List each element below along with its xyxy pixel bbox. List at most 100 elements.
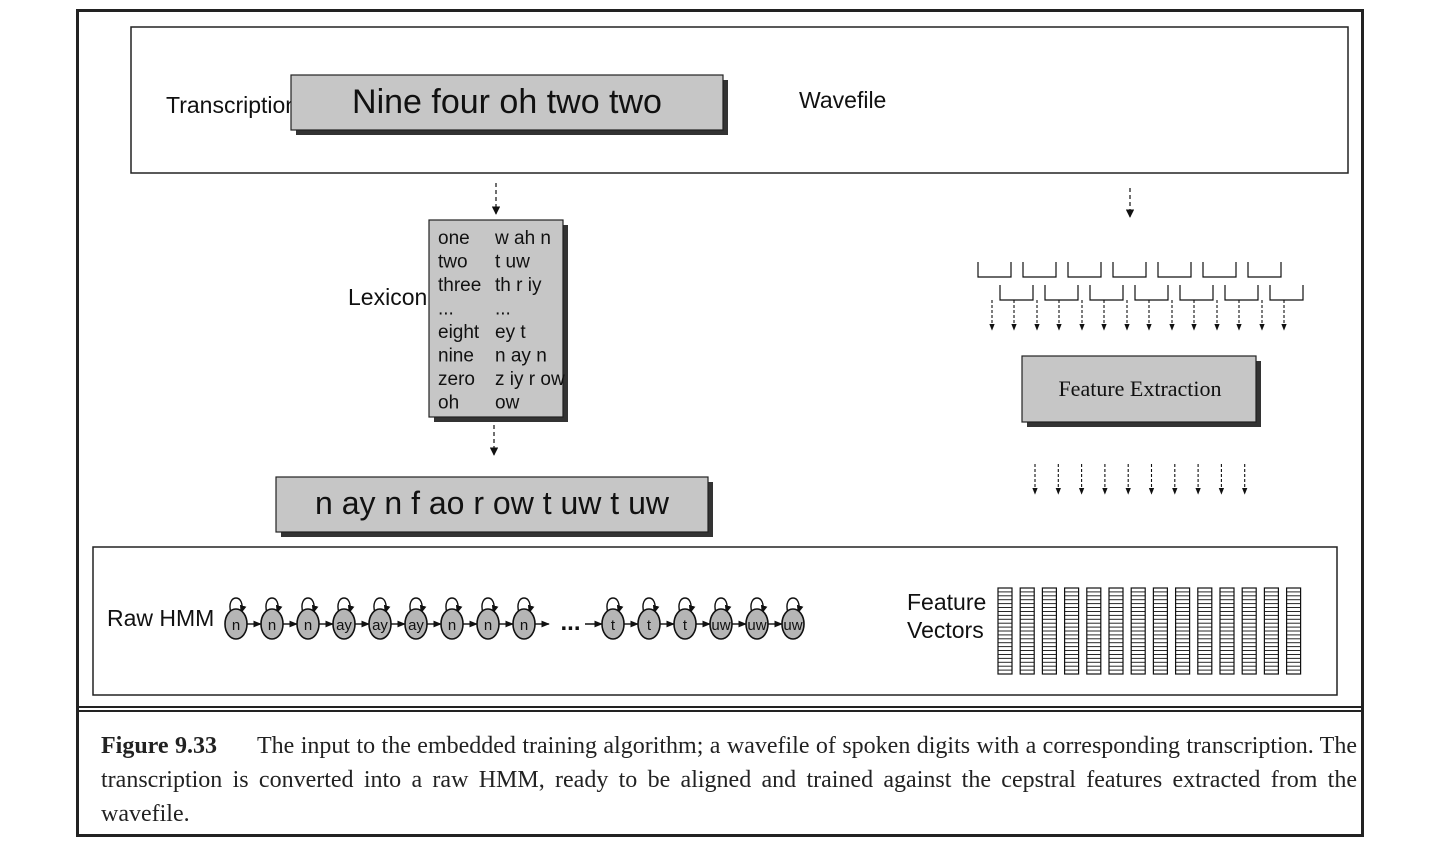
self-loop xyxy=(265,597,283,614)
hmm-state-label: n xyxy=(484,617,492,634)
feature-vector xyxy=(1086,587,1102,675)
feature-vector xyxy=(1197,587,1213,675)
lexicon-pronunciation: ... xyxy=(495,299,511,320)
self-loop xyxy=(301,597,319,614)
frame-window xyxy=(1134,285,1169,301)
frame-window xyxy=(1179,285,1214,301)
frame-window xyxy=(1112,262,1147,278)
frame-window xyxy=(1044,285,1079,301)
hmm-state xyxy=(332,608,356,640)
feature-vector xyxy=(1219,587,1235,675)
feature-vector xyxy=(1108,587,1124,675)
self-loop xyxy=(481,597,499,614)
transcription-label: Transcription xyxy=(166,92,298,118)
hmm-state xyxy=(296,608,320,640)
hmm-state xyxy=(601,608,625,640)
lexicon-pronunciation: ey t xyxy=(495,322,526,343)
hmm-state xyxy=(476,608,500,640)
feature-vector xyxy=(997,587,1013,675)
hmm-state xyxy=(709,608,733,640)
hmm-state xyxy=(745,608,769,640)
lexicon-word: ... xyxy=(438,299,454,320)
wavefile-label: Wavefile xyxy=(799,87,886,113)
hmm-state-label: n xyxy=(448,617,456,634)
hmm-state xyxy=(260,608,284,640)
hmm-state-label: t xyxy=(683,617,688,634)
caption-rule xyxy=(76,706,1364,712)
feature-vectors-label-line1: Feature xyxy=(907,589,986,615)
lexicon-word: two xyxy=(438,252,468,273)
self-loop xyxy=(373,597,391,614)
hmm-state-label: t xyxy=(647,617,652,634)
frame-window xyxy=(1224,285,1259,301)
lexicon-box xyxy=(428,219,564,418)
lexicon-pronunciation: th r iy xyxy=(495,275,542,296)
frame-window xyxy=(1067,262,1102,278)
lexicon-pronunciation: t uw xyxy=(495,252,530,273)
lexicon-pronunciation: z iy r ow xyxy=(495,369,565,390)
hmm-state xyxy=(512,608,536,640)
feature-vector xyxy=(1130,587,1146,675)
lexicon-word: zero xyxy=(438,369,475,390)
raw-hmm-label: Raw HMM xyxy=(107,605,214,631)
self-loop xyxy=(750,597,768,614)
hmm-state-label: n xyxy=(520,617,528,634)
self-loop xyxy=(337,597,355,614)
phone-sequence-box xyxy=(275,476,709,533)
frame-window xyxy=(1269,285,1304,301)
transcription-box xyxy=(290,74,724,131)
frame-window xyxy=(999,285,1034,301)
lexicon-pronunciation: w ah n xyxy=(494,228,551,249)
hmm-state-label: uw xyxy=(783,617,802,634)
self-loop xyxy=(714,597,732,614)
hmm-state-label: ay xyxy=(408,617,424,634)
lexicon-word: one xyxy=(438,228,470,249)
frame-window xyxy=(977,262,1012,278)
hmm-state-label: uw xyxy=(747,617,766,634)
feature-extraction-label: Feature Extraction xyxy=(1058,376,1221,401)
figure-frame xyxy=(76,9,1364,837)
frame-windows xyxy=(977,262,1304,301)
feature-vector xyxy=(1241,587,1257,675)
lexicon-word: three xyxy=(438,275,481,296)
frame-window xyxy=(1089,285,1124,301)
transcription-text: Nine four oh two two xyxy=(352,83,662,121)
feature-vector xyxy=(1285,587,1302,675)
self-loop xyxy=(678,597,696,614)
self-loop xyxy=(445,597,463,614)
hmm-state xyxy=(637,608,661,640)
frame-arrows xyxy=(989,300,1287,331)
feature-vector xyxy=(1063,587,1080,675)
hmm-state-label: n xyxy=(304,617,312,634)
hmm-state-label: uw xyxy=(711,617,730,634)
hmm-state xyxy=(368,608,392,640)
lexicon-pronunciation: ow xyxy=(495,393,520,414)
caption-text: The input to the embedded training algor… xyxy=(101,733,1357,827)
feature-vector xyxy=(1152,587,1169,675)
feature-vector xyxy=(1019,587,1035,675)
feature-extraction-box xyxy=(1021,355,1257,423)
feature-vectors-label-line2: Vectors xyxy=(907,617,984,643)
feature-vectors xyxy=(997,587,1302,675)
frame-window xyxy=(1022,262,1057,278)
self-loop xyxy=(517,597,535,614)
hmm-state xyxy=(404,608,428,640)
hmm-state-label: t xyxy=(611,617,616,634)
self-loop xyxy=(409,597,427,614)
feature-vector xyxy=(1263,587,1280,675)
feature-vector xyxy=(1041,587,1058,675)
feature-vector xyxy=(1174,587,1191,675)
hmm-state-label: n xyxy=(232,617,240,634)
frame-window xyxy=(1157,262,1192,278)
self-loop xyxy=(229,597,247,614)
hmm-state xyxy=(673,608,697,640)
self-loop xyxy=(786,597,804,614)
self-loop xyxy=(606,597,624,614)
frame-window xyxy=(1202,262,1237,278)
hmm-state-label: n xyxy=(268,617,276,634)
caption-label: Figure 9.33 xyxy=(101,733,217,759)
